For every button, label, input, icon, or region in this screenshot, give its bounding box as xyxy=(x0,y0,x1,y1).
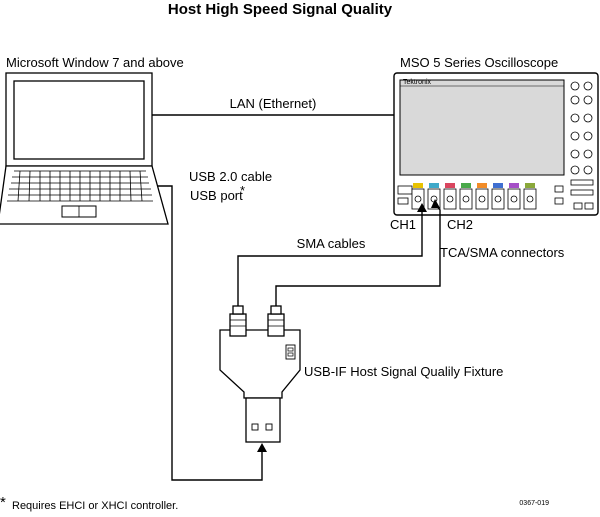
ch2-label: CH2 xyxy=(447,217,473,232)
channel-color-badge xyxy=(413,183,423,188)
channel-color-badge xyxy=(493,183,503,188)
fixture-label: USB-IF Host Signal Qualily Fixture xyxy=(304,364,503,379)
channel-connector-socket xyxy=(462,195,470,203)
ch2-arrowhead xyxy=(431,199,440,208)
channel-input-3 xyxy=(443,183,457,210)
channel-color-badge xyxy=(445,183,455,188)
diagram-title: Host High Speed Signal Quality xyxy=(168,1,393,18)
sma-connector-right xyxy=(267,313,285,337)
channel-color-badge xyxy=(461,183,471,188)
channel-connector-socket xyxy=(494,195,502,203)
channel-color-badge xyxy=(509,183,519,188)
pc-label: Microsoft Window 7 and above xyxy=(6,55,184,70)
footnote-mark: * xyxy=(0,494,6,511)
sma-cable-ch2 xyxy=(275,204,441,314)
channel-input-4 xyxy=(459,183,473,210)
usb-cable xyxy=(158,185,263,481)
channel-color-badge xyxy=(429,183,439,188)
usb-port-label: USB port xyxy=(190,188,243,203)
channel-connector-socket xyxy=(478,195,486,203)
channel-input-1 xyxy=(411,183,425,210)
laptop-icon xyxy=(0,72,169,225)
channel-input-8 xyxy=(523,183,537,210)
lan-label: LAN (Ethernet) xyxy=(230,96,317,111)
channel-input-5 xyxy=(475,183,489,210)
usb-fixture-icon xyxy=(219,305,301,443)
scope-screen xyxy=(399,79,565,176)
usb-cable-arrowhead xyxy=(257,443,267,452)
channel-color-badge xyxy=(477,183,487,188)
channel-connector-socket xyxy=(510,195,518,203)
channel-connector-socket xyxy=(414,195,422,203)
scope-bottom-controls xyxy=(397,185,564,205)
channel-inputs xyxy=(411,183,537,210)
footnote-text: Requires EHCI or XHCI controller. xyxy=(12,500,178,512)
tca-sma-label: TCA/SMA connectors xyxy=(440,245,565,260)
sma-cable-ch1 xyxy=(237,208,423,314)
channel-input-7 xyxy=(507,183,521,210)
scope-label: MSO 5 Series Oscilloscope xyxy=(400,55,558,70)
scope-front-panel-knobs xyxy=(570,81,594,210)
channel-color-badge xyxy=(525,183,535,188)
usb-a-plug xyxy=(245,397,281,443)
usb-cable-label: USB 2.0 cable xyxy=(189,169,272,184)
scope-brand-mark: Tektronix xyxy=(403,79,432,86)
ch1-label: CH1 xyxy=(390,217,416,232)
ch1-arrowhead xyxy=(417,203,427,212)
oscilloscope-icon: Tektronix xyxy=(393,72,599,216)
sma-cables-label: SMA cables xyxy=(297,236,366,251)
channel-input-6 xyxy=(491,183,505,210)
channel-connector-socket xyxy=(526,195,534,203)
laptop-keyboard xyxy=(7,170,153,202)
usb-port-footnote-mark: * xyxy=(240,183,245,198)
channel-connector-socket xyxy=(446,195,454,203)
figure-id: 0367-019 xyxy=(519,500,549,507)
sma-connector-left xyxy=(229,313,247,337)
